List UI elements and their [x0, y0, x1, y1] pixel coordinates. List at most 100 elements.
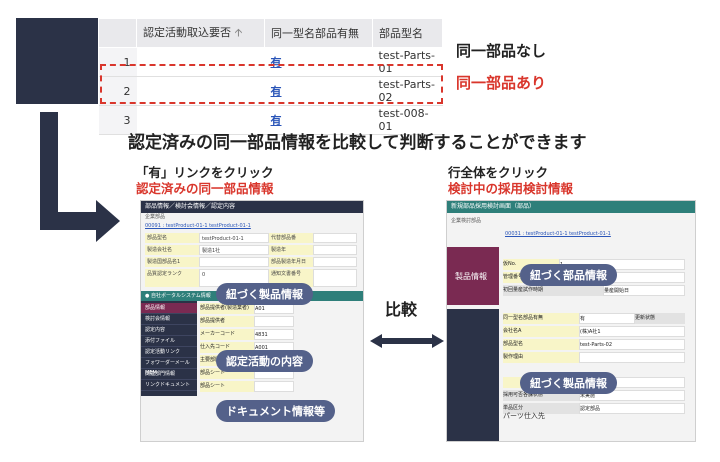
field-label: 品質認定ランク [145, 269, 199, 287]
col-header-same-part[interactable]: 同一型名部品有無 [264, 18, 373, 48]
field-value [254, 316, 294, 327]
candidate-part-panel: 新規部品採用検討画面（部品） 企業検討部品 00031 : testProduc… [446, 200, 696, 442]
right-caption-action: 行全体をクリック [448, 165, 549, 180]
highlight-dashed-box [100, 64, 443, 104]
col-header-part-name[interactable]: 部品型名 [372, 18, 443, 48]
field-label: 部品提供者(製造業者) [200, 303, 254, 314]
field-label: 部品シート [200, 368, 254, 379]
left-panel-title: 部品情報／検討会情報／認定内容 [141, 201, 363, 213]
field-label: 採用可否各課状態 [503, 390, 579, 401]
field-value [313, 245, 357, 255]
table-row[interactable]: 1 有 test-Parts-01 [98, 47, 443, 77]
right-panel-title: 新規部品採用検討画面（部品） [447, 201, 695, 213]
field-label: 代替部品番 [269, 233, 313, 243]
menu-item[interactable]: 添付ファイル [141, 336, 197, 347]
field-label: 初回量産試作時期 [503, 285, 603, 296]
table-row[interactable]: 2 有 test-Parts-02 [98, 76, 443, 106]
field-value: 有 [579, 313, 635, 324]
field-value [313, 269, 357, 287]
same-part-link[interactable]: 有 [264, 105, 373, 135]
field-label: 部品製造年月日 [269, 257, 313, 267]
pill-linked-products-right: 紐づく製品情報 [520, 372, 617, 394]
field-label: 同一型名部品有無 [503, 313, 579, 324]
col-header-num [98, 18, 137, 48]
menu-item[interactable]: 検討会情報 [141, 314, 197, 325]
row-number: 2 [98, 76, 137, 106]
menu-item[interactable]: 部品情報 [141, 303, 197, 314]
field-value [199, 257, 269, 267]
right-panel-side-magenta: 製品情報 [447, 247, 499, 305]
left-panel-menu: 部品情報 検討会情報 認定内容 添付ファイル 認定活動リンク フォワーダーメール… [141, 301, 197, 396]
right-panel-side-navy [447, 309, 499, 441]
field-value [313, 233, 357, 243]
field-label: 製造年 [269, 245, 313, 255]
pill-certification-activity: 認定活動の内容 [216, 350, 313, 372]
field-label: 製造会社名 [145, 245, 199, 255]
field-value: testProduct-01-1 [199, 233, 269, 243]
field-label: 単品区分 [503, 403, 579, 414]
field-value: 4831 [254, 329, 294, 340]
right-panel-record-link[interactable]: 00031 : testProduct-01-1 testProduct-01-… [505, 231, 611, 237]
field-label: 会社名A [503, 326, 579, 337]
field-value: 量産開始日 [603, 285, 685, 296]
field-value: 認定部品 [579, 403, 685, 414]
pill-document-info: ドキュメント情報等 [216, 400, 335, 422]
col-header-approval-label: 認定活動取込要否 [143, 25, 231, 39]
double-arrow-icon [370, 334, 444, 348]
side-label-product-info: 製品情報 [455, 272, 487, 281]
compare-label: 比較 [385, 300, 418, 319]
approval-cell [136, 105, 265, 135]
pill-linked-products: 紐づく製品情報 [216, 283, 313, 305]
field-label: 製造国部品名1 [145, 257, 199, 267]
field-value: 製造1社 [199, 245, 269, 255]
part-name-cell: test-Parts-02 [372, 76, 443, 106]
flow-arrow-head-icon [96, 200, 120, 242]
menu-item[interactable]: 認定内容 [141, 325, 197, 336]
field-value [313, 257, 357, 267]
right-panel-subtitle: 企業検討部品 [451, 218, 482, 224]
parts-table: 認定活動取込要否 🡩 同一型名部品有無 部品型名 1 有 test-Parts-… [98, 18, 443, 135]
field-value: test-Parts-02 [579, 339, 685, 350]
field-label: 製作理由 [503, 352, 579, 363]
menu-item[interactable]: フォワーダーメールMEM [141, 358, 197, 376]
left-caption-action: 「有」リンクをクリック [136, 165, 274, 180]
same-part-link[interactable]: 有 [264, 47, 373, 77]
label-same-part-exists: 同一部品あり [456, 74, 547, 92]
menu-item[interactable]: リンクドキュメント [141, 380, 197, 391]
menu-item[interactable]: 認定活動リンク [141, 347, 197, 358]
headline: 認定済みの同一部品情報を比較して判断することができます [128, 133, 587, 153]
label-no-same-part: 同一部品なし [456, 42, 547, 60]
field-label: 更新状態 [635, 313, 685, 324]
right-caption-title: 検討中の採用検討情報 [448, 181, 574, 196]
left-panel-subtitle: 企業部品 [145, 214, 166, 220]
left-caption-title: 認定済みの同一部品情報 [136, 181, 274, 196]
field-label: 仕入先コード [200, 342, 254, 353]
part-name-cell: test-008-01 [372, 105, 443, 135]
table-row[interactable]: 3 有 test-008-01 [98, 105, 443, 135]
same-part-link[interactable]: 有 [264, 76, 373, 106]
supplier-label: パーツ仕入先 [503, 412, 545, 420]
field-value: (株)A社1 [579, 326, 685, 337]
left-panel-record-link[interactable]: 00091 : testProduct-01-1 testProduct-01-… [145, 223, 251, 229]
part-name-cell: test-Parts-01 [372, 47, 443, 77]
field-value [254, 381, 294, 392]
field-value [579, 352, 685, 363]
flow-arrow-horizontal [40, 212, 100, 230]
field-label: 部品型名 [503, 339, 579, 350]
sort-arrow-icon[interactable]: 🡩 [234, 25, 243, 39]
field-label: 部品提供者 [200, 316, 254, 327]
top-navy-block [16, 18, 98, 104]
field-label: 部品型名 [145, 233, 199, 243]
pill-linked-parts: 紐づく部品情報 [520, 264, 617, 286]
table-header-row: 認定活動取込要否 🡩 同一型名部品有無 部品型名 [98, 18, 443, 48]
field-label: メーカーコード [200, 329, 254, 340]
col-header-approval[interactable]: 認定活動取込要否 🡩 [136, 18, 265, 48]
left-panel-lower: 部品情報 検討会情報 認定内容 添付ファイル 認定活動リンク フォワーダーメール… [141, 301, 363, 396]
row-number: 3 [98, 105, 137, 135]
menu-item[interactable]: 関連部門情報 [141, 369, 197, 380]
row-number: 1 [98, 47, 137, 77]
field-label: 通知文書番号 [269, 269, 313, 287]
